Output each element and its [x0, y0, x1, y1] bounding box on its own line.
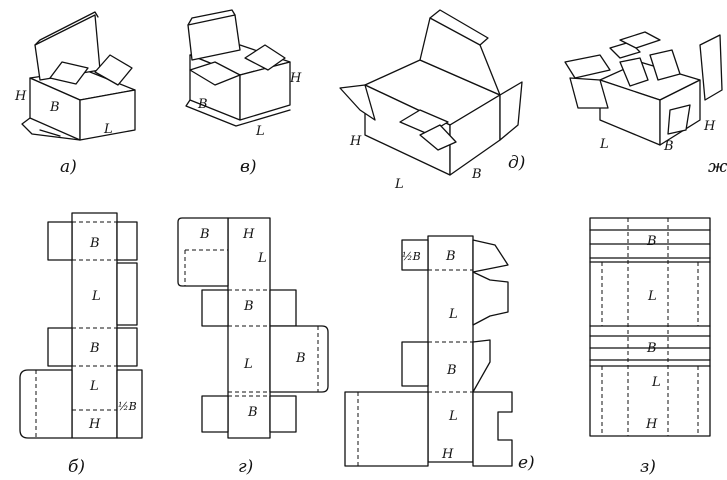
net-e-label-halfb: ½B	[402, 250, 421, 263]
label-l-v: L	[255, 124, 265, 139]
net-z-label-l2: L	[651, 375, 661, 390]
net-z-label-b1: B	[646, 234, 657, 249]
net-e: ½B B L B L H	[344, 235, 513, 467]
caption-e: е)	[518, 453, 535, 473]
net-b-label-halfb: ½B	[118, 400, 137, 413]
caption-d: д)	[508, 153, 525, 173]
net-z-label-b2: B	[646, 341, 657, 356]
net-e-label-l2: L	[448, 409, 458, 424]
net-b: B L B L ½B H	[19, 212, 143, 439]
box-v: B H L	[185, 9, 302, 139]
label-b-v: B	[197, 97, 208, 112]
net-b-label-b1: B	[89, 236, 100, 251]
caption-g: г)	[238, 457, 253, 477]
label-l-zh: L	[599, 137, 609, 152]
net-z-label-h: H	[645, 417, 658, 432]
label-l-a: L	[103, 122, 113, 137]
net-e-label-h: H	[441, 447, 454, 462]
label-b-zh: B	[663, 139, 674, 154]
net-e-label-l1: L	[448, 307, 458, 322]
net-b-label-l1: L	[91, 289, 101, 304]
box-zh: L B H	[564, 31, 723, 154]
net-g-label-b1: B	[199, 227, 210, 242]
label-h-zh: H	[703, 119, 716, 134]
net-b-label-l2: L	[89, 379, 99, 394]
box-a: H B L	[14, 11, 136, 141]
net-g-label-b4: B	[247, 405, 258, 420]
caption-a: а)	[60, 157, 77, 177]
label-b-a: B	[49, 100, 60, 115]
net-g-label-l2: L	[243, 357, 253, 372]
label-b-d: B	[471, 167, 482, 182]
label-l-d: L	[394, 177, 404, 192]
net-g: B H L B L B B	[177, 217, 329, 439]
net-z: B L B L H	[589, 217, 711, 437]
label-h-d: H	[349, 134, 362, 149]
net-e-label-b2: B	[446, 363, 457, 378]
net-g-label-l1: L	[257, 251, 267, 266]
net-z-label-l1: L	[647, 289, 657, 304]
net-b-label-h: H	[88, 417, 101, 432]
net-b-label-b2: B	[89, 341, 100, 356]
caption-z: з)	[640, 457, 656, 477]
caption-zh: ж	[708, 157, 727, 177]
net-e-label-b1: B	[445, 249, 456, 264]
caption-v: в)	[240, 157, 257, 177]
net-g-label-b3: B	[295, 351, 306, 366]
label-h-a: H	[14, 89, 27, 104]
net-g-label-h: H	[242, 227, 255, 242]
caption-b: б)	[68, 457, 85, 477]
label-h-v: H	[289, 71, 302, 86]
net-g-label-b2: B	[243, 299, 254, 314]
box-d: H L B	[339, 9, 523, 192]
